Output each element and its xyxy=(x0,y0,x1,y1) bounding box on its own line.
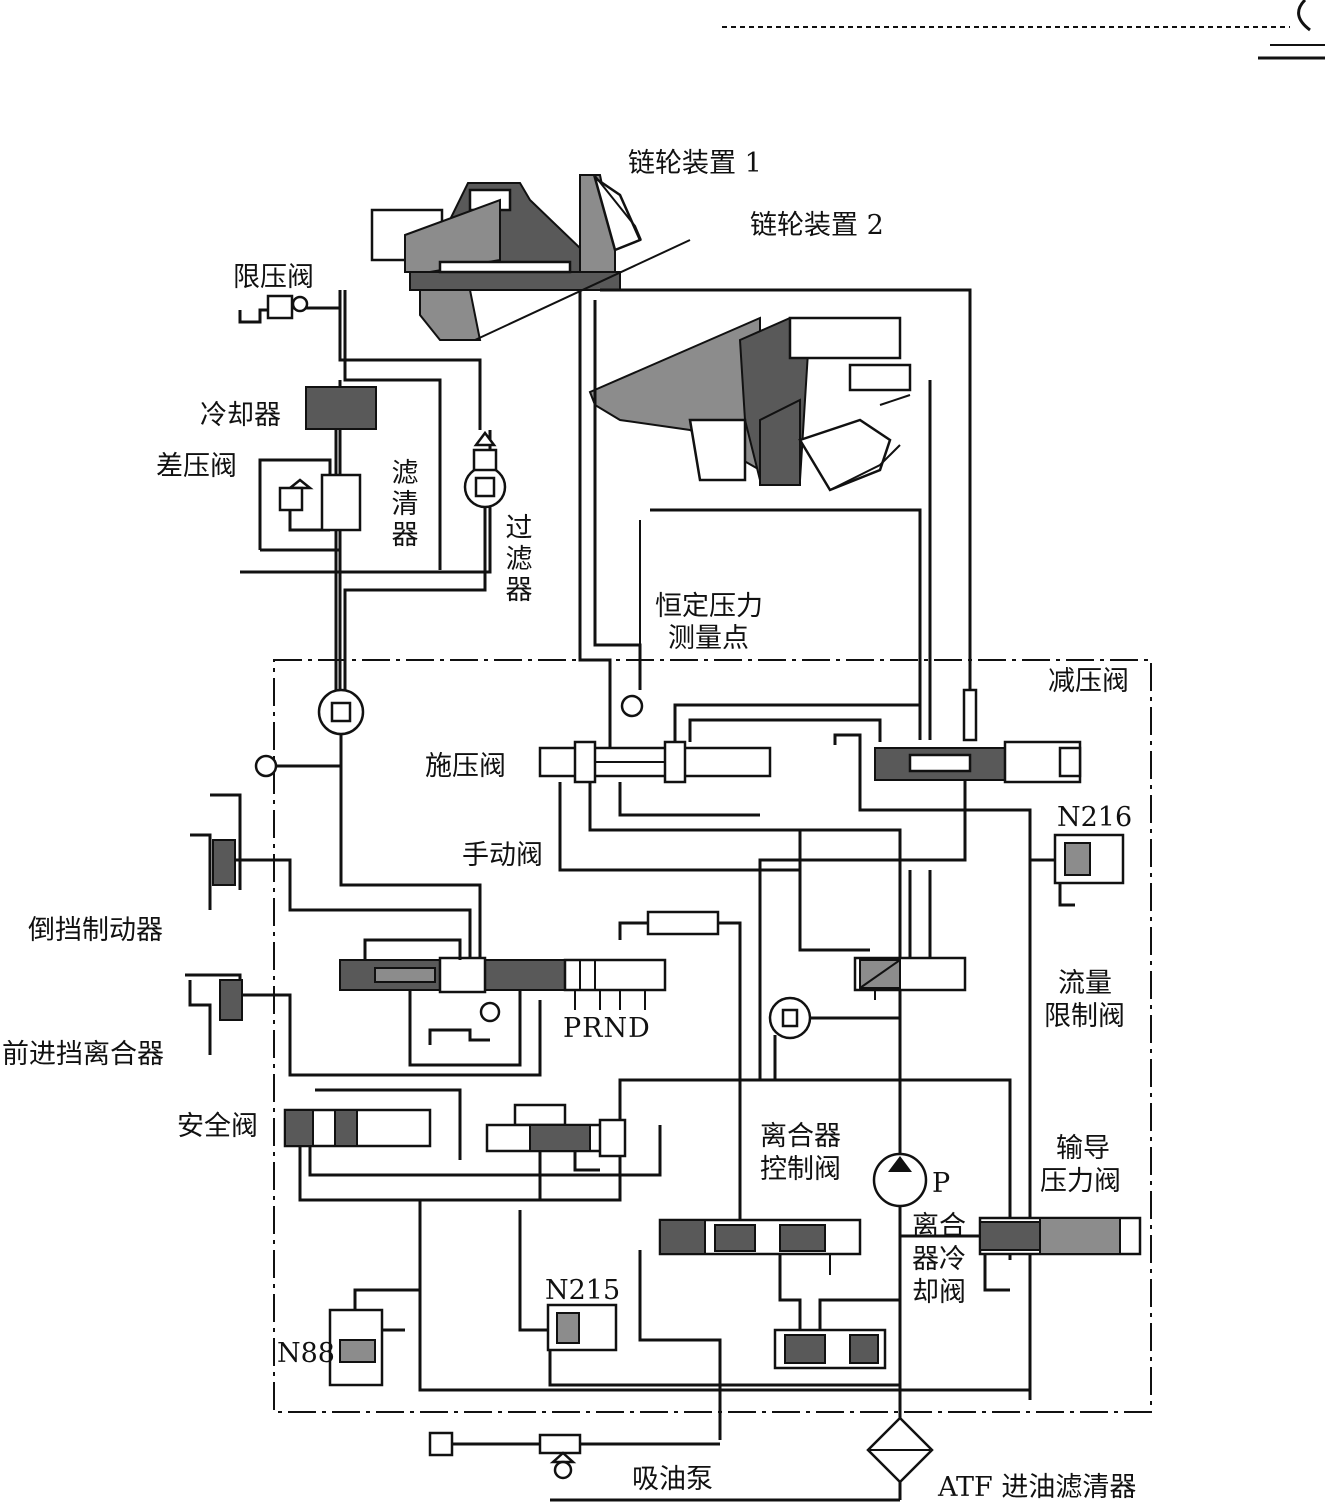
n215-solenoid xyxy=(518,1210,900,1387)
reverse-brake xyxy=(190,793,472,960)
label-clutch-cooling-1: 离合 xyxy=(912,1211,966,1242)
label-reverse-brake: 倒挡制动器 xyxy=(28,915,163,946)
label-clamping-valve: 施压阀 xyxy=(425,751,506,782)
label-strainer: 过滤器 xyxy=(505,513,533,607)
clutch-control-valve xyxy=(485,1103,627,1200)
label-diff-pressure-valve: 差压阀 xyxy=(156,451,237,482)
pressure-reducing-valve xyxy=(758,733,1082,1400)
label-n215: N215 xyxy=(545,1275,621,1306)
label-pressure-reducing-valve: 减压阀 xyxy=(1048,666,1129,697)
lower-valve xyxy=(773,1298,900,1370)
n216-solenoid xyxy=(1030,833,1125,907)
label-clutch-control-1: 离合器 xyxy=(760,1121,841,1152)
label-suction-pump: 吸油泵 xyxy=(632,1464,713,1495)
label-clutch-cooling-3: 却阀 xyxy=(912,1277,966,1308)
label-atf-filter: ATF 进油滤清器 xyxy=(938,1472,1137,1503)
bottom-return-line xyxy=(418,1290,1030,1392)
sprocket-set-2 xyxy=(588,316,912,492)
label-pilot-pressure-2: 压力阀 xyxy=(1040,1166,1121,1197)
cooler-block xyxy=(305,386,377,430)
manual-valve xyxy=(339,910,742,1230)
label-manual-valve: 手动阀 xyxy=(462,840,543,871)
header-rule xyxy=(722,0,1325,60)
label-clutch-cooling-2: 器冷 xyxy=(912,1244,966,1275)
n88-solenoid xyxy=(328,1200,422,1387)
forward-clutch xyxy=(185,973,542,1077)
label-constant-pressure-point-1: 恒定压力 xyxy=(655,591,763,622)
label-sprocket-set-1: 链轮装置 1 xyxy=(628,148,762,179)
atf-intake-filter xyxy=(866,1416,934,1500)
clamping-valve xyxy=(538,703,920,1170)
suction-jet-pump xyxy=(428,1431,900,1502)
label-forward-clutch: 前进挡离合器 xyxy=(2,1039,164,1070)
flow-limit-valve xyxy=(768,830,967,1080)
safety-valve xyxy=(283,1078,1000,1202)
pilot-pressure-valve xyxy=(900,1216,1142,1292)
valve-body-frame xyxy=(273,659,1152,1413)
label-pressure-limit-valve: 限压阀 xyxy=(233,262,314,293)
label-safety-valve: 安全阀 xyxy=(177,1111,258,1142)
label-pump-p: P xyxy=(932,1168,951,1199)
label-prnd: PRND xyxy=(563,1013,651,1044)
clutch-cooling-valve xyxy=(638,1218,862,1440)
label-filter: 滤清器 xyxy=(391,458,419,552)
label-pilot-pressure-1: 输导 xyxy=(1056,1133,1110,1164)
label-n216: N216 xyxy=(1057,802,1133,833)
label-clutch-control-2: 控制阀 xyxy=(760,1154,841,1185)
sprocket-set-1 xyxy=(370,174,691,341)
label-flow-limit-2: 限制阀 xyxy=(1044,1001,1125,1032)
label-sprocket-set-2: 链轮装置 2 xyxy=(750,210,884,241)
label-cooler: 冷却器 xyxy=(200,400,281,431)
label-n88: N88 xyxy=(277,1338,335,1369)
label-constant-pressure-point-2: 测量点 xyxy=(668,623,749,654)
label-flow-limit-1: 流量 xyxy=(1058,968,1112,999)
oil-lines xyxy=(238,288,978,960)
